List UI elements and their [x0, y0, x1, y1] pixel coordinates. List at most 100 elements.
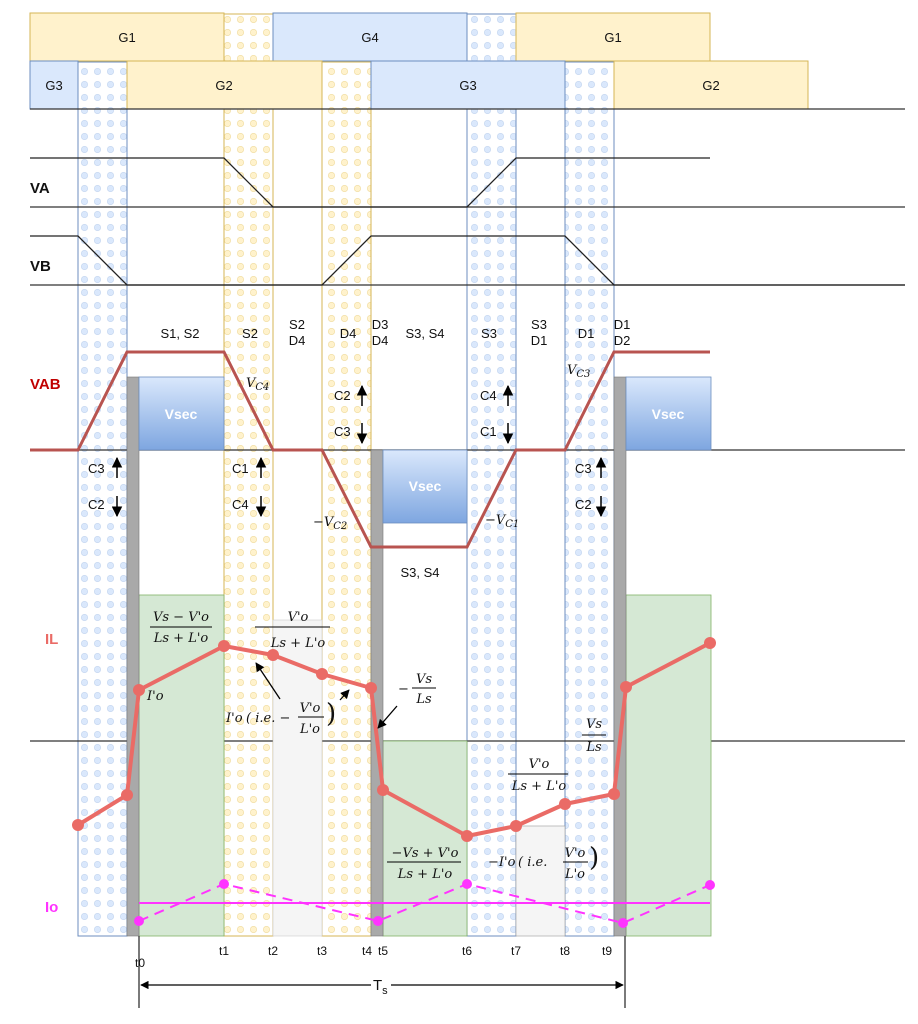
gate-label-g1: G1	[604, 30, 621, 45]
commutation-bar	[613, 376, 627, 937]
gate-row-2: G3 G2 G3 G2	[29, 60, 809, 110]
cap-label: C4	[232, 497, 249, 512]
io-point	[462, 879, 472, 889]
slope-6-num: V'o	[529, 757, 550, 772]
slope-7-num: V'o	[565, 846, 586, 861]
gate-row-1: G1 G4 G1	[29, 12, 711, 62]
dead-time-column	[77, 61, 128, 937]
gate-label-g3: G3	[459, 78, 476, 93]
slope-7-prefix: −I'o	[488, 855, 516, 870]
il-waveform	[76, 641, 711, 838]
pointer-arrow	[255, 662, 281, 700]
state-label: D4	[340, 326, 357, 341]
io-point	[373, 916, 383, 926]
vsec-label: Vsec	[409, 478, 442, 494]
green-region	[382, 740, 468, 937]
gray-region	[515, 825, 566, 937]
il-point	[510, 820, 522, 832]
gray-region	[272, 619, 323, 937]
gate-bar-g2	[126, 60, 323, 110]
il-point	[365, 682, 377, 694]
gate-bar-g1	[515, 12, 711, 62]
il-point	[133, 684, 145, 696]
state-label: D1	[578, 326, 595, 341]
vsec-block	[138, 376, 225, 451]
state-label: S2	[242, 326, 258, 341]
slope-2-num: V'o	[288, 610, 309, 625]
vsec-block	[625, 376, 712, 451]
il-point	[461, 830, 473, 842]
gate-label-g2: G2	[702, 78, 719, 93]
io-ripple-waveform	[138, 882, 711, 925]
slope-3-close: )	[326, 699, 336, 729]
vb-waveform	[30, 235, 905, 286]
gate-label-g2: G2	[215, 78, 232, 93]
cap-label: C2	[88, 497, 105, 512]
gate-bar-g1	[29, 12, 225, 62]
vb-label: VB	[30, 258, 51, 275]
cap-label: C3	[334, 424, 351, 439]
slope-3-prefix: I'o	[225, 711, 243, 726]
io-point-label: I'o	[146, 689, 164, 704]
vsec-block	[382, 449, 468, 524]
il-point	[316, 668, 328, 680]
gate-bar-g4	[272, 12, 468, 62]
tick-t2: t2	[268, 944, 278, 958]
io-point	[219, 879, 229, 889]
gate-bar-g2	[613, 60, 809, 110]
slope-7-close: )	[589, 843, 599, 873]
slope-3-body: ( i.e. −	[246, 711, 290, 726]
cap-label: C1	[232, 461, 249, 476]
il-point	[377, 784, 389, 796]
tick-t6: t6	[462, 944, 472, 958]
il-point	[121, 789, 133, 801]
slope-equations: I'o Vs − V'o Ls + L'o V'o Ls + L'o I'o (…	[146, 610, 606, 882]
commutation-bar	[126, 376, 140, 937]
cap-label: C3	[575, 461, 592, 476]
slope-4-prefix: −	[398, 682, 409, 697]
il-point	[267, 649, 279, 661]
dead-time-column	[564, 61, 615, 937]
dead-time-column	[466, 13, 517, 937]
slope-3-num: V'o	[300, 701, 321, 716]
tick-t3: t3	[317, 944, 327, 958]
slope-5-num: −Vs + V'o	[392, 846, 459, 861]
green-region	[625, 594, 712, 937]
light-gray-regions	[272, 619, 566, 937]
state-label: S1, S2	[160, 326, 199, 341]
pointer-arrow	[377, 705, 398, 729]
va-label: VA	[30, 180, 50, 197]
dead-time-column	[223, 13, 274, 937]
io-label: Io	[45, 899, 58, 916]
il-label: IL	[45, 631, 58, 648]
tick-t7: t7	[511, 944, 521, 958]
state-label: S3	[481, 326, 497, 341]
il-point	[72, 819, 84, 831]
vsec-label: Vsec	[165, 406, 198, 422]
il-point	[620, 681, 632, 693]
gate-bar-g3	[370, 60, 566, 110]
tick-t8: t8	[560, 944, 570, 958]
il-point	[704, 637, 716, 649]
slope-2-den: Ls + L'o	[270, 636, 326, 651]
green-region	[138, 594, 225, 937]
io-point	[134, 916, 144, 926]
cap-label: C2	[575, 497, 592, 512]
slope-6-den: Ls + L'o	[511, 779, 567, 794]
cap-label: C2	[334, 388, 351, 403]
time-axis: t0 t1 t2 t3 t4 t5 t6 t7 t8 t9 Ts	[135, 936, 626, 1008]
gate-label-g3: G3	[45, 78, 62, 93]
gate-label-g1: G1	[118, 30, 135, 45]
slope-7-body: ( i.e.	[518, 855, 547, 870]
il-point	[608, 788, 620, 800]
va-waveform	[30, 157, 710, 208]
state-label-lower: S3, S4	[400, 565, 439, 580]
io-points	[134, 879, 715, 928]
cap-label: C4	[480, 388, 497, 403]
